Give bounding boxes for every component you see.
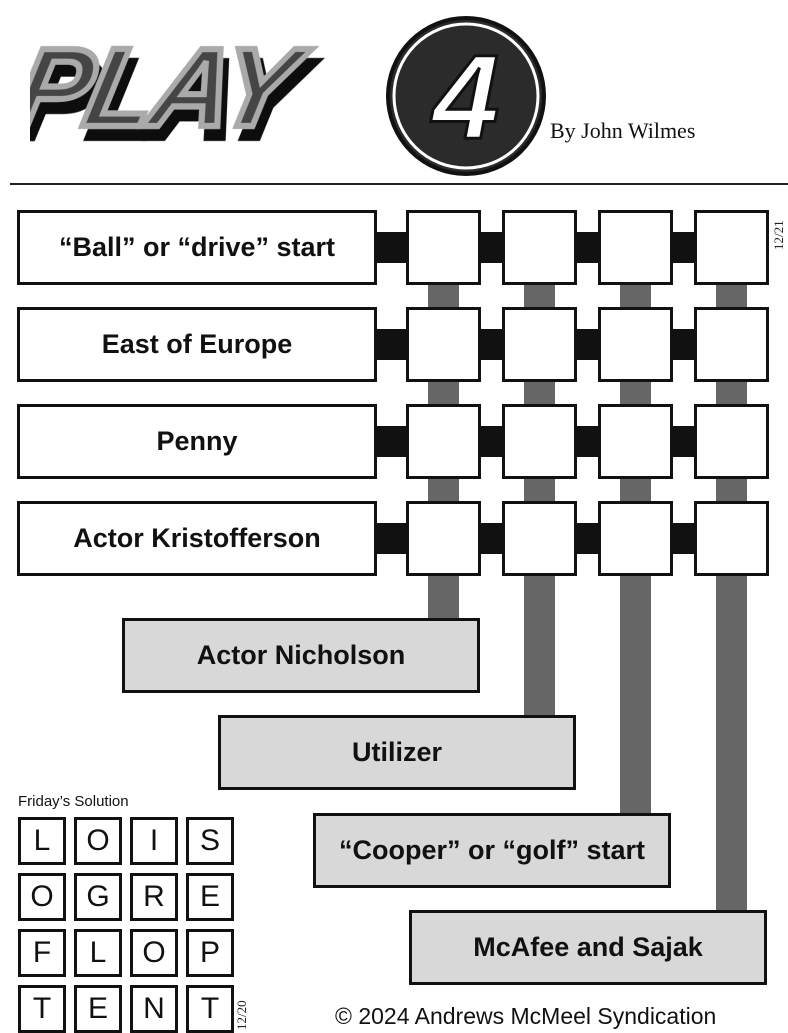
answer-cell-r3-c4[interactable] [694, 404, 769, 479]
answer-cell-r4-c1[interactable] [406, 501, 481, 576]
solution-cell: O [18, 873, 66, 921]
answer-cell-r2-c3[interactable] [598, 307, 673, 382]
cell-connector [670, 426, 696, 457]
solution-cell: F [18, 929, 66, 977]
answer-cell-r1-c2[interactable] [502, 210, 577, 285]
solution-date: 12/20 [234, 1000, 249, 1030]
answer-cell-r1-c1[interactable] [406, 210, 481, 285]
cell-connector [670, 523, 696, 554]
solution-cell: L [74, 929, 122, 977]
answer-cell-r2-c4[interactable] [694, 307, 769, 382]
row-connector [377, 232, 407, 263]
down-clue-1: Actor Nicholson [122, 618, 480, 693]
cell-connector [574, 523, 600, 554]
cell-connector [478, 329, 504, 360]
row-connector [377, 426, 407, 457]
byline: By John Wilmes [550, 118, 696, 143]
answer-cell-r4-c4[interactable] [694, 501, 769, 576]
solution-cell: G [74, 873, 122, 921]
copyright: © 2024 Andrews McMeel Syndication [335, 1003, 717, 1029]
solution-cell: T [18, 985, 66, 1033]
across-clue-4: Actor Kristofferson [17, 501, 377, 576]
solution-cell: N [130, 985, 178, 1033]
across-clue-2: East of Europe [17, 307, 377, 382]
solution-cell: E [74, 985, 122, 1033]
solution-cell: I [130, 817, 178, 865]
cell-connector [574, 426, 600, 457]
play4-logo: PLAY 4 [1, 10, 550, 185]
down-clue-3: “Cooper” or “golf” start [313, 813, 671, 888]
logo-word: PLAY [30, 24, 319, 150]
solution-label: Friday’s Solution [18, 793, 129, 810]
across-clue-3: Penny [17, 404, 377, 479]
logo-number: 4 [431, 30, 500, 164]
cell-connector [478, 523, 504, 554]
row-connector [377, 329, 407, 360]
solution-cell: L [18, 817, 66, 865]
solution-cell: O [130, 929, 178, 977]
solution-cell: T [186, 985, 234, 1033]
cell-connector [478, 426, 504, 457]
cell-connector [574, 232, 600, 263]
solution-cell: P [186, 929, 234, 977]
cell-connector [574, 329, 600, 360]
puzzle-date: 12/21 [771, 220, 786, 250]
across-clue-1: “Ball” or “drive” start [17, 210, 377, 285]
answer-cell-r2-c2[interactable] [502, 307, 577, 382]
answer-cell-r3-c2[interactable] [502, 404, 577, 479]
answer-cell-r4-c2[interactable] [502, 501, 577, 576]
solution-cell: S [186, 817, 234, 865]
solution-cell: R [130, 873, 178, 921]
row-connector [377, 523, 407, 554]
answer-cell-r1-c4[interactable] [694, 210, 769, 285]
solution-cell: O [74, 817, 122, 865]
answer-cell-r4-c3[interactable] [598, 501, 673, 576]
cell-connector [478, 232, 504, 263]
down-clue-2: Utilizer [218, 715, 576, 790]
answer-cell-r3-c1[interactable] [406, 404, 481, 479]
cell-connector [670, 232, 696, 263]
answer-cell-r3-c3[interactable] [598, 404, 673, 479]
column-connector-4 [716, 280, 747, 912]
answer-cell-r2-c1[interactable] [406, 307, 481, 382]
divider [10, 183, 788, 185]
solution-cell: E [186, 873, 234, 921]
answer-cell-r1-c3[interactable] [598, 210, 673, 285]
cell-connector [670, 329, 696, 360]
down-clue-4: McAfee and Sajak [409, 910, 767, 985]
